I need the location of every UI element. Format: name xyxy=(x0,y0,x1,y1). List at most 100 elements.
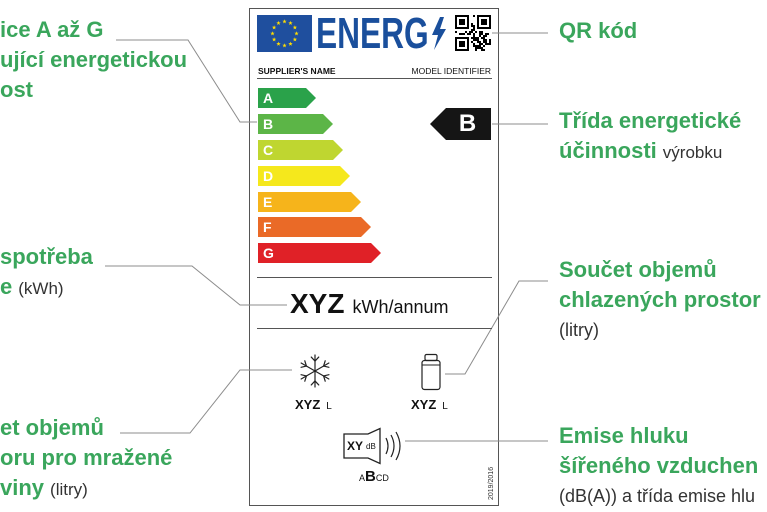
qr-module xyxy=(483,49,485,51)
qr-code-icon xyxy=(455,15,491,51)
qr-module xyxy=(473,29,475,31)
qr-module xyxy=(485,39,487,41)
qr-module xyxy=(475,39,477,41)
connector-line-freezer xyxy=(120,369,292,434)
qr-module xyxy=(489,41,491,43)
qr-module xyxy=(455,31,457,33)
noise-unit: dB xyxy=(366,442,376,451)
qr-module xyxy=(475,37,477,39)
eu-star-icon xyxy=(282,43,287,48)
qr-module xyxy=(479,33,481,35)
model-identifier: MODEL IDENTIFIER xyxy=(411,66,492,76)
eu-star-icon xyxy=(294,31,299,36)
annotation-freezer-bold: viny xyxy=(0,475,45,500)
qr-module xyxy=(485,41,487,43)
eu-star-icon xyxy=(271,25,277,30)
qr-module xyxy=(479,45,481,47)
qr-module xyxy=(475,49,477,51)
qr-module xyxy=(485,33,487,35)
qr-module xyxy=(483,37,485,39)
annotation-class-line1: Třída energetické xyxy=(559,108,742,133)
qr-module xyxy=(471,29,473,31)
energy-class-arrow-e: E xyxy=(258,192,361,212)
annotation-consumption-unit: (kWh) xyxy=(18,279,64,298)
qr-module xyxy=(465,31,467,33)
qr-module xyxy=(473,25,475,27)
qr-module xyxy=(471,41,473,43)
eu-star-icon xyxy=(292,25,298,30)
eu-star-icon xyxy=(288,41,293,46)
noise-class-c: C xyxy=(375,473,383,483)
qr-module xyxy=(483,35,485,37)
freezer-volume-unit: L xyxy=(326,401,332,412)
annotation-freezer-line1: et objemů xyxy=(0,415,104,440)
qr-module xyxy=(459,19,465,25)
qr-module xyxy=(479,47,481,49)
energy-class-arrow-b: B xyxy=(258,114,333,134)
qr-module xyxy=(479,31,481,33)
qr-module xyxy=(481,37,483,39)
energy-class-arrow-a: A xyxy=(258,88,316,108)
connector-line-consumption xyxy=(105,265,287,306)
annotation-qr-line1: QR kód xyxy=(559,18,638,43)
qr-module xyxy=(463,33,465,35)
qr-module xyxy=(475,47,477,49)
annual-consumption: XYZ kWh/annum xyxy=(290,288,449,320)
annotation-freezer-line3: viny(litry) xyxy=(0,473,172,503)
qr-module xyxy=(471,37,473,39)
annotation-consumption-line1: spotřeba xyxy=(0,244,93,269)
qr-module xyxy=(481,33,483,35)
energy-class-letter-c: C xyxy=(263,142,274,158)
selected-class-letter: B xyxy=(458,110,477,137)
qr-module xyxy=(477,41,479,43)
energy-class-arrow-d: D xyxy=(258,166,350,186)
connector-line-fridge xyxy=(445,280,548,375)
qr-module xyxy=(475,45,477,47)
qr-module xyxy=(461,33,463,35)
qr-module xyxy=(467,33,469,35)
qr-module xyxy=(481,31,483,33)
qr-module xyxy=(481,19,487,25)
annotation-noise: Emise hluku šířeného vzduchen (dB(A)) a … xyxy=(559,421,758,511)
qr-module xyxy=(487,33,489,35)
eu-star-icon xyxy=(282,19,287,24)
annotation-fridge: Součet objemů chlazených prostor (litry) xyxy=(559,255,761,345)
qr-module xyxy=(485,43,487,45)
qr-module xyxy=(481,49,483,51)
energy-class-letter-b: B xyxy=(263,116,274,132)
connector-line-scale xyxy=(116,39,257,123)
qr-module xyxy=(483,39,485,41)
qr-module xyxy=(473,37,475,39)
annotation-freezer: et objemů oru pro mražené viny(litry) xyxy=(0,413,172,503)
annotation-consumption: spotřeba e(kWh) xyxy=(0,242,93,302)
noise-class-b: B xyxy=(365,468,376,485)
regulation-number: 2019/2016 xyxy=(488,466,495,500)
energy-class-arrow-g: G xyxy=(258,243,381,263)
qr-module xyxy=(477,37,479,39)
supplier-name: SUPPLIER'S NAME xyxy=(258,66,336,76)
qr-module xyxy=(481,47,483,49)
annotation-freezer-line2: oru pro mražené xyxy=(0,445,173,470)
qr-module xyxy=(469,31,471,33)
noise-value: XY xyxy=(347,439,363,453)
eu-star-icon xyxy=(276,20,281,25)
annotation-class-bold: účinnosti xyxy=(559,138,657,163)
eu-star-icon xyxy=(270,31,275,36)
snowflake-icon xyxy=(300,354,330,388)
annotation-consumption-line2: e(kWh) xyxy=(0,272,93,302)
eu-star-icon xyxy=(292,37,298,42)
qr-module xyxy=(489,43,491,45)
qr-module xyxy=(483,45,485,47)
fridge-volume: XYZ L xyxy=(411,397,448,415)
qr-module xyxy=(473,15,475,17)
annotation-scale-line3: ost xyxy=(0,77,33,102)
energy-class-arrow-f: F xyxy=(258,217,371,237)
energy-class-letter-a: A xyxy=(263,90,274,106)
annotation-scale-line2: ující energetickou xyxy=(0,47,188,72)
annotation-scale-line1: ice A až G xyxy=(0,17,104,42)
annotation-scale: ice A až G ující energetickou ost xyxy=(0,15,187,105)
lightning-bolt-icon xyxy=(432,17,446,50)
